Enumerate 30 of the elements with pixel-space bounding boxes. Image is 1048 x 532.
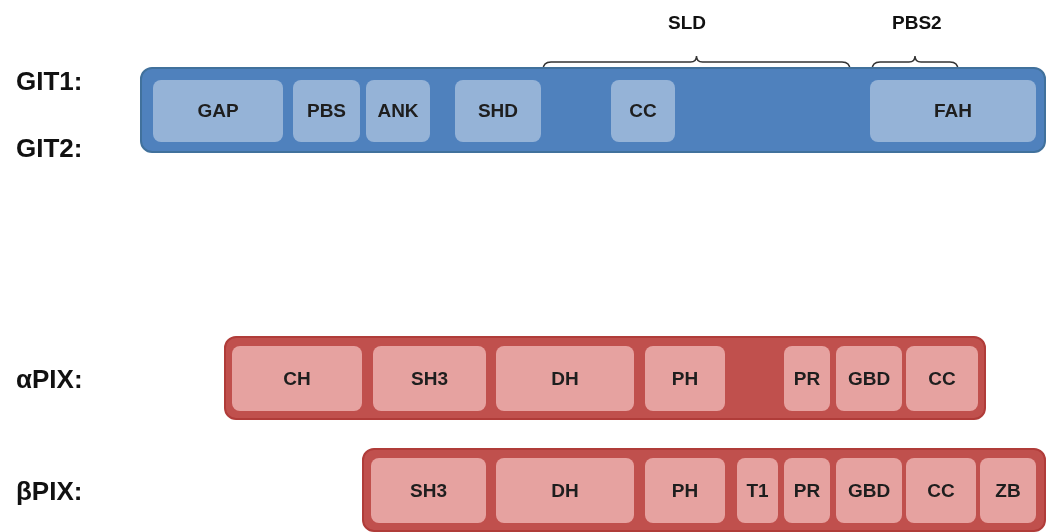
domain-label: GBD (836, 458, 902, 523)
protein-name: GIT1: (16, 66, 83, 97)
protein-name: PBS2 (892, 12, 942, 34)
domain-label: GAP (153, 80, 283, 142)
domain-label: CC (906, 458, 976, 523)
domain-label: T1 (737, 458, 778, 523)
domain-label: CC (906, 346, 978, 411)
protein-name: αPIX: (16, 364, 83, 395)
domain-label: SHD (455, 80, 541, 142)
domain-label: ZB (980, 458, 1036, 523)
domain-label: PH (645, 458, 725, 523)
protein-bar (140, 67, 1046, 153)
protein-name: GIT2: (16, 133, 83, 164)
domain-label: CC (611, 80, 675, 142)
domain-label: ANK (366, 80, 430, 142)
domain-label: FAH (870, 80, 1036, 142)
protein-bar (224, 336, 986, 420)
domain-label: PR (784, 458, 830, 523)
domain-label: CH (232, 346, 362, 411)
protein-name: SLD (668, 12, 706, 34)
domain-label: PH (645, 346, 725, 411)
protein-name: βPIX: (16, 476, 83, 507)
domain-label: PBS (293, 80, 360, 142)
domain-label: PR (784, 346, 830, 411)
domain-label: DH (496, 346, 634, 411)
domain-label: SH3 (371, 458, 486, 523)
domain-label: SH3 (373, 346, 486, 411)
protein-bar (362, 448, 1046, 532)
domain-label: DH (496, 458, 634, 523)
domain-label: GBD (836, 346, 902, 411)
